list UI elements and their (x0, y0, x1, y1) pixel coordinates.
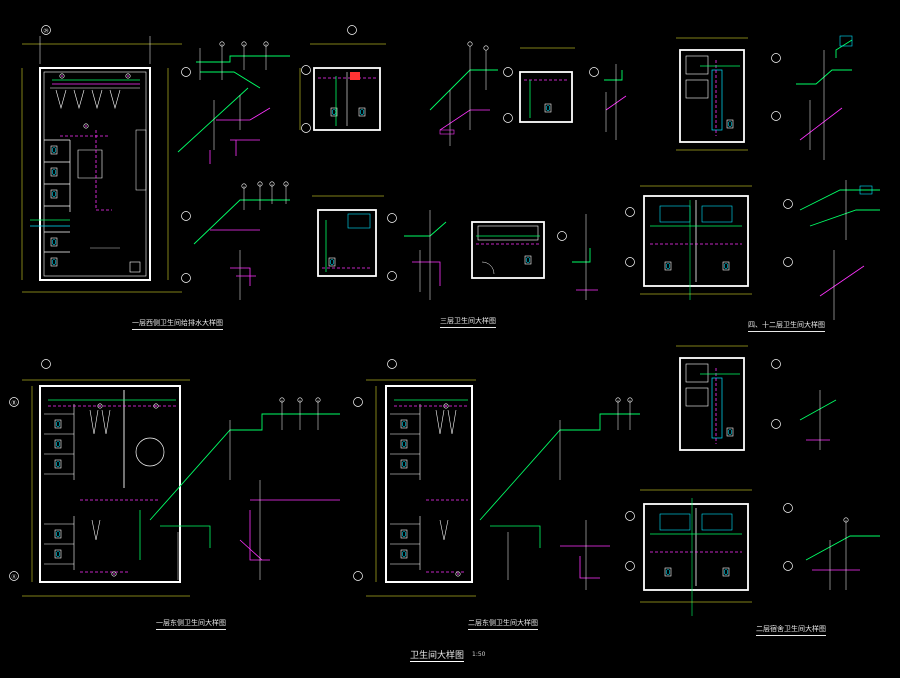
isometric-west-lower (193, 181, 290, 300)
isometric-dorm-upper (796, 35, 853, 160)
isometric-east-2f (479, 397, 640, 590)
isometric-west-upper (177, 41, 290, 164)
axis-label-left-a: Ⓑ (11, 400, 16, 407)
plan-third-floor-b (471, 221, 567, 279)
caption-east-2f: 二层东侧卫生间大样图 (468, 618, 538, 630)
isometric-east-1f (149, 397, 340, 580)
axis-label-left-b: Ⓐ (11, 574, 16, 581)
isometric-third-floor-b (572, 214, 598, 300)
plan-third-floor (312, 195, 397, 281)
plan-fourth-twelfth (625, 185, 793, 300)
isometric-third-floor (404, 210, 447, 300)
caption-west-toilet: 一层西侧卫生间给排水大样图 (132, 318, 223, 330)
caption-dorm-2f: 二层宿舍卫生间大样图 (756, 624, 826, 636)
sheet-scale: 1:50 (472, 651, 486, 658)
isometric-dorm-middle (799, 390, 837, 450)
plan-dorm-2f (625, 489, 793, 616)
axis-label-top: ㉔ (43, 28, 48, 35)
isometric-small-a (429, 41, 498, 146)
sheet-title: 卫生间大样图 (410, 651, 465, 662)
caption-east-1f: 一层东侧卫生间大样图 (156, 618, 226, 630)
plan-west-toilet (21, 25, 191, 293)
caption-fourth-twelfth: 四、十二层卫生间大样图 (748, 320, 825, 332)
isometric-small-b (589, 64, 627, 140)
plan-east-toilet-2f (353, 359, 476, 597)
plan-east-toilet-1f (9, 359, 190, 597)
plan-small-a (299, 25, 386, 133)
isometric-dorm-2f (805, 517, 880, 590)
caption-third-floor: 三层卫生间大样图 (440, 316, 496, 328)
isometric-fourth-twelfth (799, 180, 880, 320)
plan-dorm-middle (676, 345, 781, 451)
plan-small-b (503, 47, 575, 123)
plan-dorm-upper (676, 37, 781, 151)
